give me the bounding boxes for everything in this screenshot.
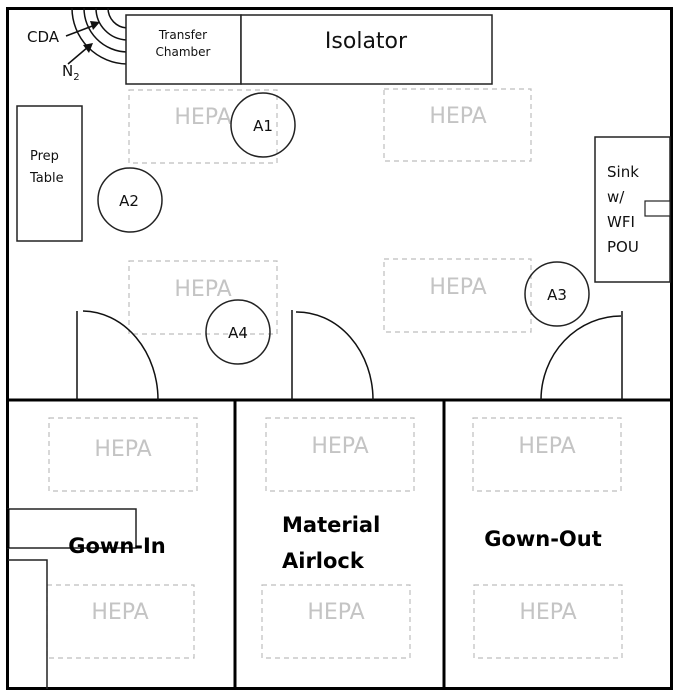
hepa-filter: [128, 260, 278, 335]
isolator: [240, 14, 493, 85]
n2-line-inner: [83, 7, 128, 53]
hepa-label: HEPA: [94, 437, 151, 462]
sample-point-a1: [230, 92, 296, 158]
door-material-airlock: [291, 310, 374, 401]
sample-point-a2-label: A2: [119, 192, 139, 210]
sink-label-2: w/: [607, 188, 625, 206]
n2-arrow-icon: [67, 43, 93, 65]
sink-label-4: POU: [607, 238, 639, 256]
transfer-chamber-label-2: Chamber: [156, 45, 211, 59]
sample-point-a4-label: A4: [228, 324, 248, 342]
prep-table-label-2: Table: [29, 171, 64, 186]
transfer-chamber-label-1: Transfer: [158, 28, 207, 42]
sample-point-a3-label: A3: [547, 286, 567, 304]
hepa-filter: [265, 417, 415, 492]
hepa-label: HEPA: [518, 434, 575, 459]
hepa-label: HEPA: [174, 105, 231, 130]
n2-line-outer: [71, 7, 128, 65]
hepa-filter: [46, 584, 195, 659]
hepa-filter: [383, 88, 532, 162]
hepa-label: HEPA: [174, 277, 231, 302]
isolator-label: Isolator: [325, 29, 408, 54]
outer-wall: [6, 7, 673, 690]
hepa-filter: [48, 417, 198, 492]
wfi-pou-faucet: [644, 200, 671, 217]
hepa-label: HEPA: [519, 600, 576, 625]
room-material-airlock-1: Material: [282, 513, 380, 537]
hepa-label: HEPA: [429, 275, 486, 300]
sample-point-a3: [524, 261, 590, 327]
hepa-label: HEPA: [91, 600, 148, 625]
n2-label: N2: [62, 62, 80, 83]
door-gown-in: [76, 310, 159, 401]
hepa-filter: [261, 584, 411, 659]
door-gown-out: [540, 311, 623, 401]
cda-line-inner: [107, 7, 128, 29]
room-gown-out: Gown-Out: [484, 527, 602, 551]
sample-point-a1-label: A1: [253, 117, 273, 135]
hepa-filter: [128, 89, 278, 164]
gas-lines: [71, 7, 128, 65]
room-material-airlock-2: Airlock: [282, 549, 365, 573]
sample-point-a2: [97, 167, 163, 233]
hepa-label: HEPA: [307, 600, 364, 625]
room-gown-in: Gown-In: [68, 534, 166, 558]
hepa-filter: [473, 584, 623, 659]
cda-line-outer: [95, 7, 128, 41]
hepa-filter: [383, 258, 532, 333]
sink-label-3: WFI: [607, 213, 635, 231]
sample-point-a4: [205, 299, 271, 365]
gowning-locker: [8, 559, 48, 689]
cda-label: CDA: [27, 28, 60, 46]
hepa-filter: [472, 417, 622, 492]
prep-table: [16, 105, 83, 242]
transfer-chamber: [125, 14, 242, 85]
hepa-label: HEPA: [311, 434, 368, 459]
prep-table-label-1: Prep: [30, 149, 59, 164]
cda-arrow-icon: [65, 21, 100, 37]
hepa-label: HEPA: [429, 104, 486, 129]
sink-label-1: Sink: [607, 163, 639, 181]
